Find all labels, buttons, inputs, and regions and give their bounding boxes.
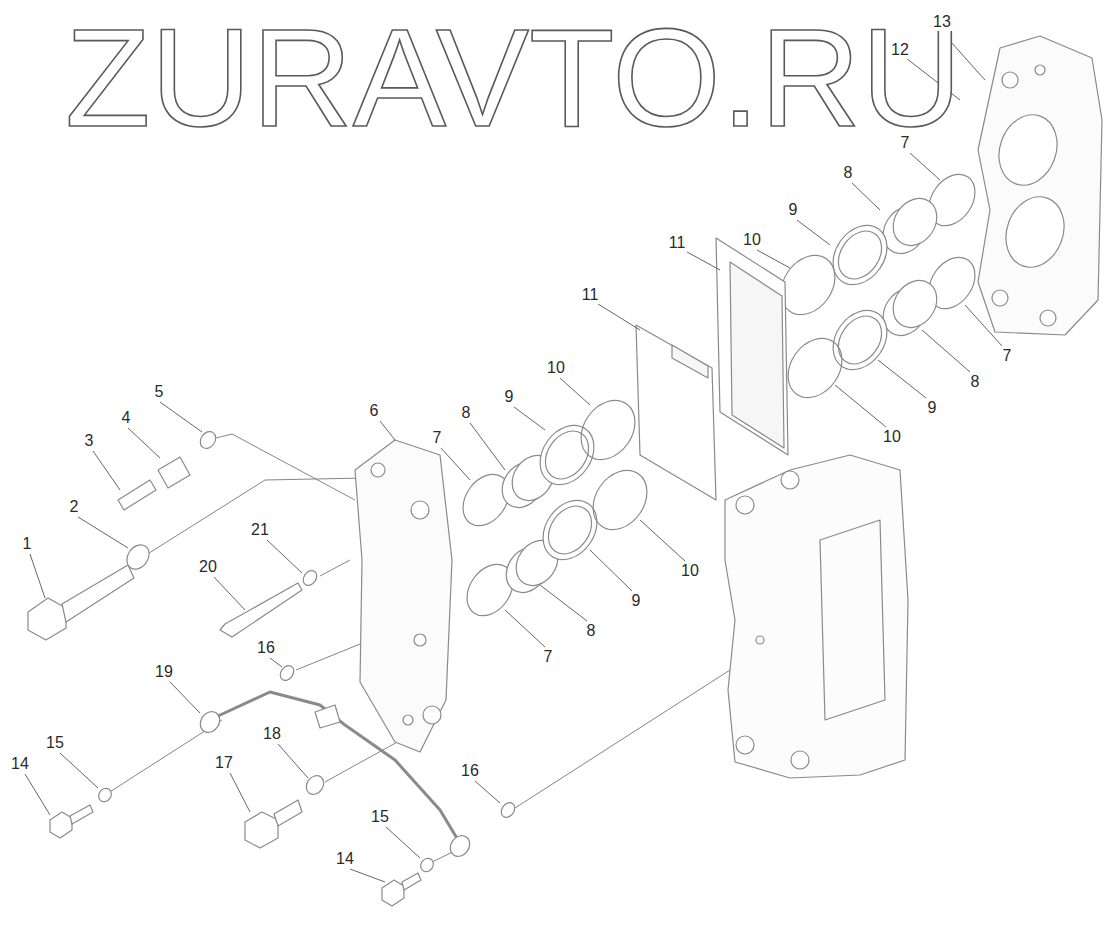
callout-number: 5 <box>153 383 166 401</box>
callout-number: 20 <box>197 558 219 576</box>
callout-number: 15 <box>369 808 391 826</box>
callout-number: 11 <box>667 234 688 252</box>
callout-number: 4 <box>120 409 133 427</box>
callout-number: 9 <box>787 201 800 219</box>
callout-number: 8 <box>969 373 982 391</box>
callout-number: 8 <box>842 164 855 182</box>
callout-number: 6 <box>368 402 381 420</box>
callout-number: 8 <box>460 404 473 422</box>
callout-number: 7 <box>431 429 444 447</box>
callout-number: 1 <box>21 535 34 553</box>
callout-number: 16 <box>459 762 481 780</box>
callout-number: 9 <box>630 592 643 610</box>
callout-number: 9 <box>503 388 516 406</box>
callout-number: 19 <box>153 663 175 681</box>
callout-number: 10 <box>881 428 903 446</box>
callout-number: 2 <box>68 498 81 516</box>
callout-number: 8 <box>585 622 598 640</box>
callout-number: 14 <box>9 755 31 773</box>
callout-number: 12 <box>889 41 911 59</box>
callout-number: 3 <box>83 432 96 450</box>
callout-number: 21 <box>249 521 271 539</box>
callout-number: 7 <box>1001 347 1014 365</box>
watermark: ZURAVTO.RU <box>65 8 962 148</box>
callout-number: 16 <box>255 639 277 657</box>
callout-number: 14 <box>334 850 356 868</box>
callout-number: 9 <box>926 399 939 417</box>
callout-number: 10 <box>679 562 701 580</box>
callout-number: 15 <box>44 734 66 752</box>
callout-number: 10 <box>545 359 567 377</box>
callout-number: 17 <box>213 754 235 772</box>
callout-number: 7 <box>899 134 912 152</box>
callout-number: 7 <box>542 648 555 666</box>
callout-number: 10 <box>741 231 763 249</box>
callout-number: 18 <box>261 725 283 743</box>
callout-number: 11 <box>580 286 601 304</box>
callout-number: 13 <box>931 13 953 31</box>
